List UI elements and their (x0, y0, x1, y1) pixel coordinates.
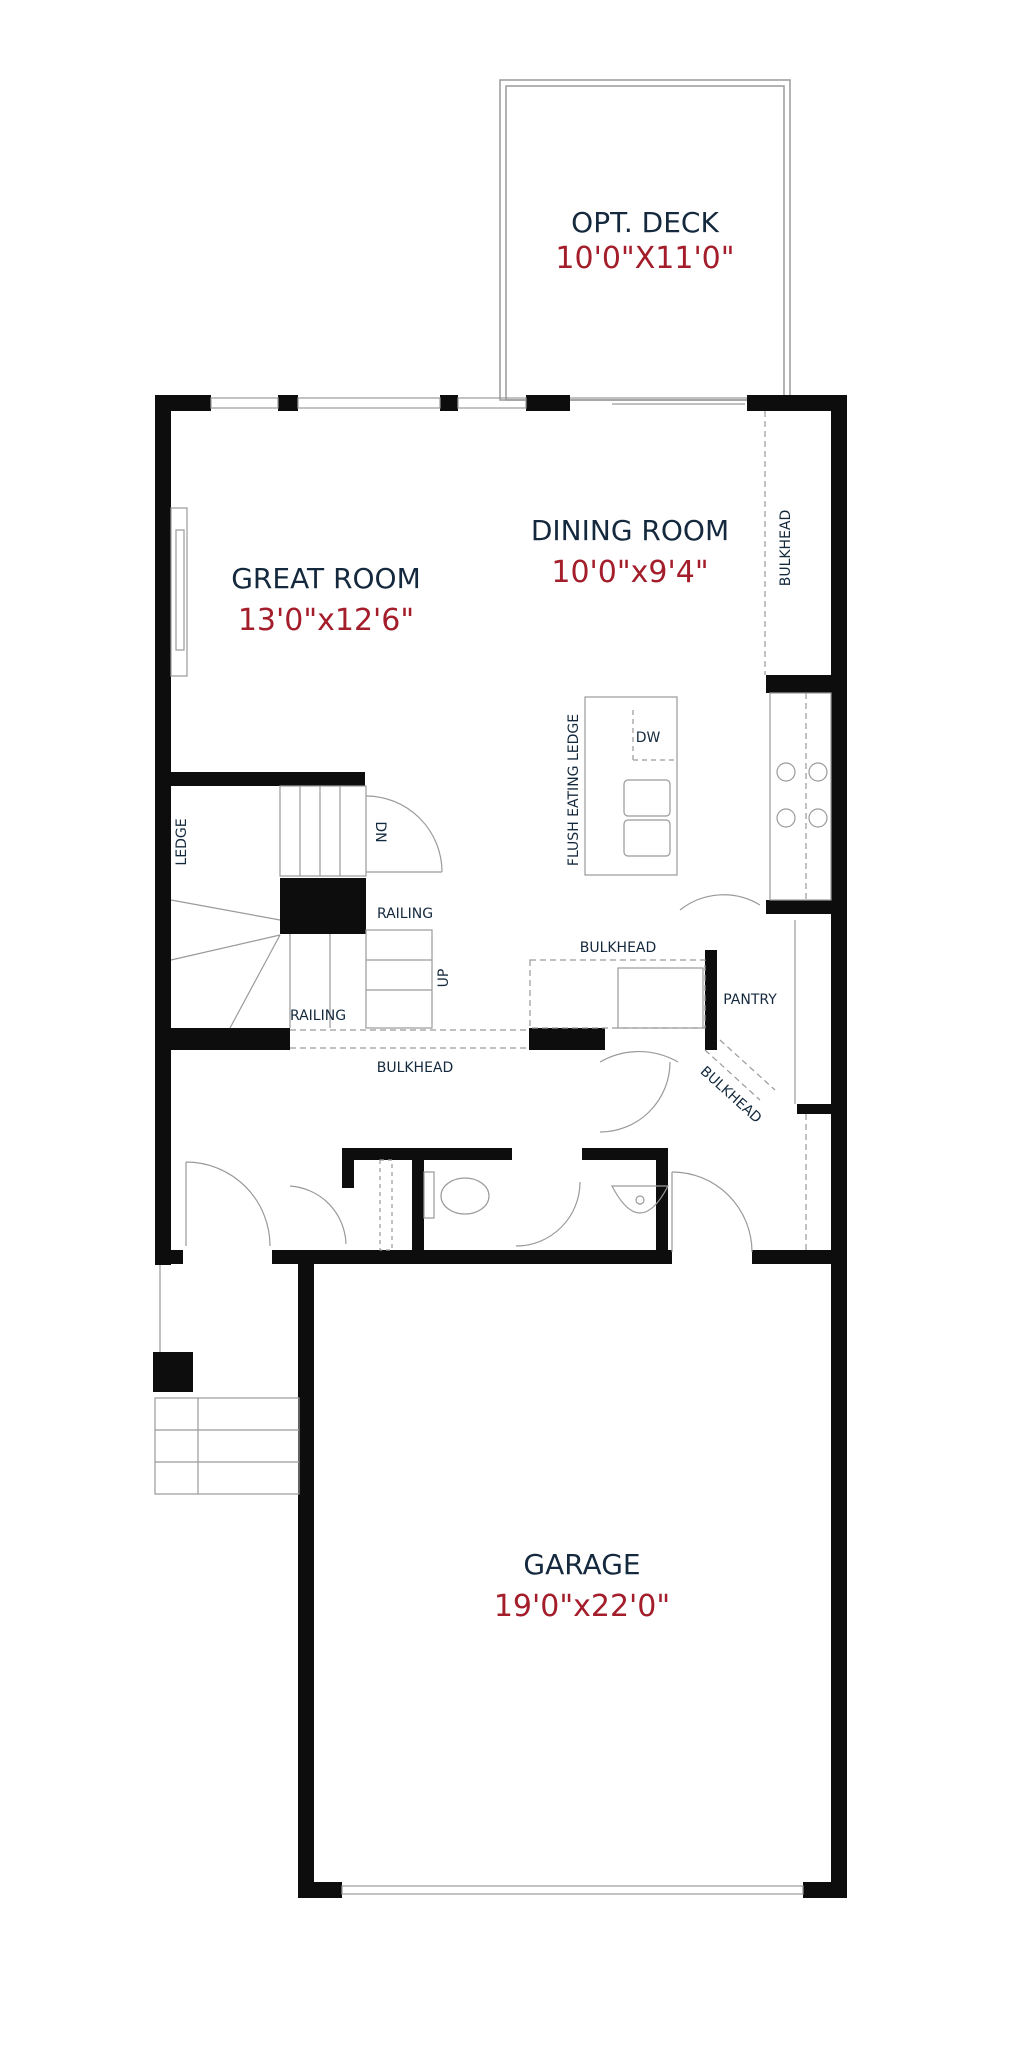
garage-name: GARAGE (523, 1548, 640, 1581)
pantry-label: PANTRY (723, 992, 777, 1008)
railing-lower-label: RAILING (290, 1008, 346, 1024)
bulkhead-kitchen-label: BULKHEAD (580, 940, 657, 956)
dining-room-dimensions: 10'0"x9'4" (551, 555, 708, 590)
great-room-dimensions: 13'0"x12'6" (238, 603, 414, 638)
stairs-down-label: DN (372, 821, 388, 842)
dishwasher-label: DW (636, 730, 661, 746)
exterior-walls (153, 395, 847, 1898)
great-room-name: GREAT ROOM (231, 562, 421, 595)
deck-name: OPT. DECK (571, 206, 719, 239)
ledge-label: LEDGE (174, 818, 190, 865)
stairs-up-label: UP (436, 969, 452, 988)
deck-outline (499, 79, 791, 401)
railing-upper-label: RAILING (377, 906, 433, 922)
bulkhead-right-label: BULKHEAD (778, 510, 794, 587)
bulkhead-lower-label: BULKHEAD (377, 1060, 454, 1076)
deck-dimensions: 10'0"X11'0" (555, 241, 734, 276)
flush-eating-ledge-label: FLUSH EATING LEDGE (566, 714, 582, 866)
dining-room-name: DINING ROOM (531, 514, 729, 547)
fixtures (154, 397, 832, 1895)
garage-dimensions: 19'0"x22'0" (494, 1589, 670, 1624)
